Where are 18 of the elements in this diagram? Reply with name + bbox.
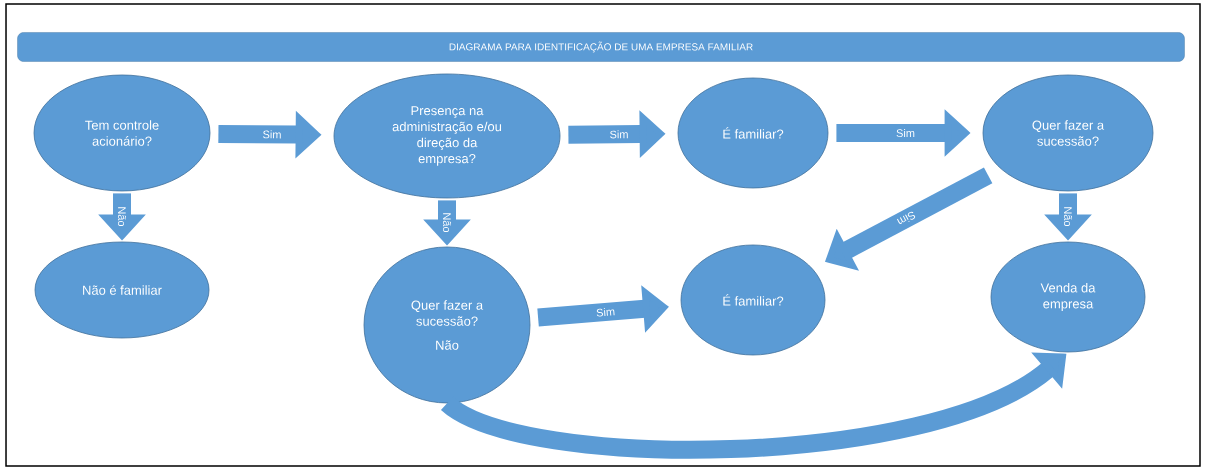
arrow-label: Sim <box>594 306 617 318</box>
arrow-label: Não <box>442 211 452 234</box>
title-band: DIAGRAMA PARA IDENTIFICAÇÃO DE UMA EMPRESA FAMILIAR <box>17 32 1185 62</box>
arrow-label: Sim <box>608 129 630 140</box>
ellipse-node: Não é familiar <box>34 241 210 339</box>
ellipse-node: É familiar? <box>680 244 826 356</box>
arrow-label: Não <box>1063 205 1073 228</box>
ellipse-node: Quer fazer a sucessão? <box>982 74 1154 192</box>
arrow-label: Sim <box>895 127 916 139</box>
block-arrow <box>825 167 993 271</box>
arrow-label: Sim <box>894 209 919 228</box>
arrow-label: Sim <box>261 129 283 140</box>
arrow-label: Não <box>117 205 127 228</box>
ellipse-node: Quer fazer a sucessão? Não <box>363 246 531 404</box>
ellipse-node: Tem controle acionário? <box>33 74 211 192</box>
ellipse-node: Venda da empresa <box>990 241 1146 353</box>
ellipse-node: É familiar? <box>677 77 829 189</box>
ellipse-node: Presença na administração e/ou direção da empresa? <box>333 73 561 199</box>
